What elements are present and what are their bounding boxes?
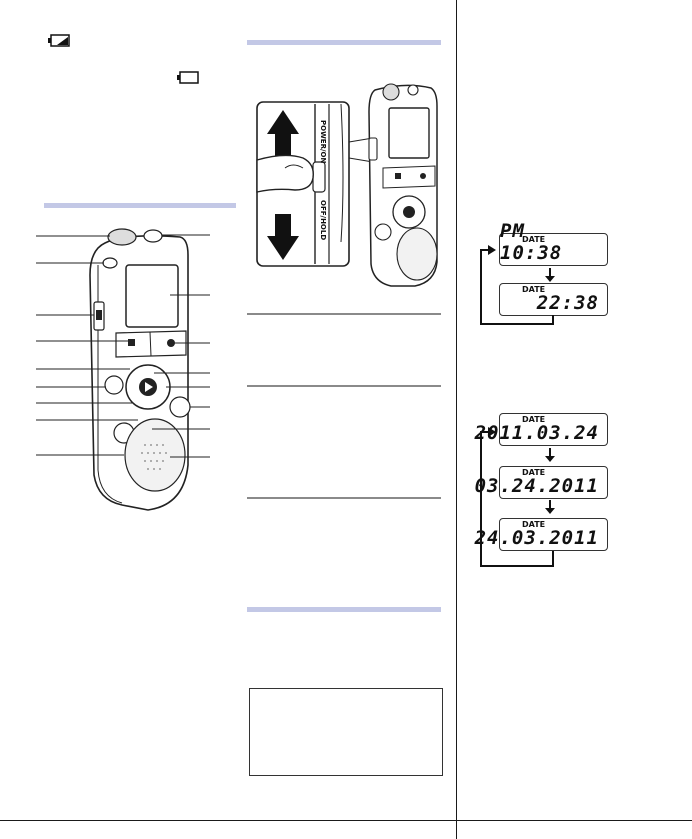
lcd-date-dmy: DATE 24.03.2011 (475, 518, 608, 551)
lcd-date-mdy: DATE 03.24.2011 (475, 466, 608, 499)
lcd-time-24h: DATE 22:38 (499, 283, 608, 316)
battery-low-icon (48, 34, 70, 47)
power-on-label: POWER/ON (319, 120, 327, 163)
hold-switch-illustration: POWER/ON OFF/HOLD (256, 83, 438, 287)
off-hold-label: OFF/HOLD (319, 200, 327, 240)
lcd-value: 22:38 (536, 292, 599, 314)
step-rule-1 (247, 313, 441, 315)
battery-empty-icon (177, 71, 199, 84)
step-rule-2 (247, 385, 441, 387)
lcd-date-tag: DATE (522, 235, 546, 244)
lcd-date-tag: DATE (522, 415, 546, 424)
step-rule-3 (247, 497, 441, 499)
lcd-value: PM 10:38 (500, 220, 563, 264)
section-rule-left (44, 203, 236, 208)
lcd-date-tag: DATE (522, 468, 546, 477)
section-rule-bottom (247, 607, 441, 612)
lcd-value: 2011.03.24 (474, 422, 599, 444)
lcd-date-ymd: DATE 2011.03.24 (475, 413, 608, 446)
lcd-date-tag: DATE (522, 520, 546, 529)
recorder-parts-diagram (36, 228, 210, 511)
lcd-time-12h: DATE PM 10:38 (499, 220, 608, 266)
column-border (456, 0, 457, 839)
lcd-date-tag: DATE (522, 285, 546, 294)
lcd-value: 03.24.2011 (474, 475, 599, 497)
section-rule-top (247, 40, 441, 45)
time-cycle-arrows (480, 245, 555, 325)
lcd-value: 24.03.2011 (474, 527, 599, 549)
footer-rule (0, 820, 692, 821)
note-box (249, 688, 443, 776)
date-cycle-arrows (480, 427, 555, 567)
